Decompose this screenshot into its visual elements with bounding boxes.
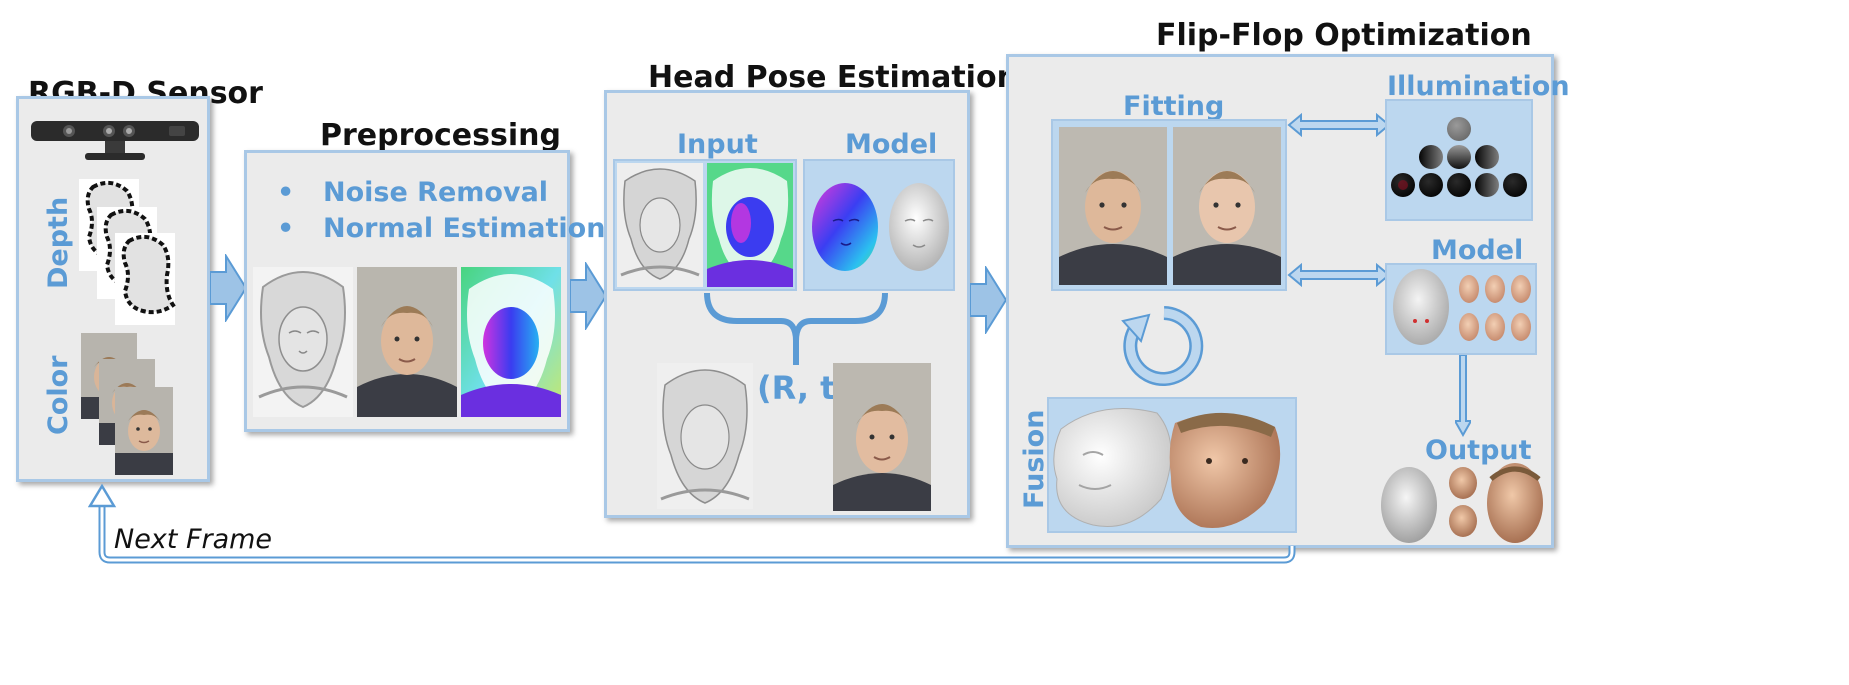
- bullet-dot-2: •: [277, 213, 295, 244]
- fitting-model-arrow: [1287, 262, 1391, 288]
- preprocessing-panel: • Noise Removal • Normal Estimation: [244, 150, 605, 432]
- arrow-preprocessing-to-headpose: [569, 260, 608, 332]
- noise-removal-bullet: Noise Removal: [323, 177, 549, 208]
- output-results-image: [1379, 461, 1545, 545]
- next-frame-loop-arrow: [87, 482, 1304, 566]
- model-to-output-arrow: [1453, 354, 1473, 438]
- head-pose-title: Head Pose Estimation: [648, 60, 1018, 95]
- model-subpanel: [803, 159, 955, 291]
- color-face-image: [357, 267, 457, 417]
- model-normal-head: [809, 181, 881, 277]
- fitting-input-face: [1059, 127, 1167, 285]
- output-label: Output: [1425, 435, 1532, 466]
- input-normal-image: [707, 163, 793, 287]
- fitting-subpanel: [1051, 119, 1287, 291]
- cycle-icon: [1117, 299, 1211, 393]
- head-pose-panel: Input Model: [604, 90, 970, 518]
- fusion-meshes: [1053, 408, 1281, 528]
- kinect-sensor-icon: [29, 117, 201, 163]
- model-label: Model: [845, 129, 938, 160]
- sh-basis-spheres: [1391, 117, 1527, 197]
- model-label-flipflop: Model: [1431, 235, 1524, 266]
- fitting-label: Fitting: [1123, 91, 1225, 122]
- color-label: Color: [43, 355, 74, 435]
- depth-frames: [71, 177, 191, 327]
- depth-label: Depth: [43, 196, 74, 289]
- brace-connector: [703, 291, 889, 367]
- input-depth-image: [617, 163, 703, 287]
- morphable-model-heads: [1393, 269, 1531, 345]
- depth-render-image: [253, 267, 353, 417]
- next-frame-label: Next Frame: [114, 524, 273, 555]
- flip-flop-panel: Fitting: [1006, 54, 1570, 548]
- normal-map-image: [461, 267, 561, 417]
- input-subpanel: [613, 159, 797, 291]
- preprocessing-title: Preprocessing: [320, 118, 561, 153]
- input-label: Input: [677, 129, 758, 160]
- arrow-headpose-to-flipflop: [969, 264, 1008, 336]
- bullet-dot-1: •: [277, 177, 295, 208]
- flip-flop-title: Flip-Flop Optimization: [1156, 18, 1532, 53]
- illumination-subpanel: [1385, 99, 1533, 221]
- fusion-subpanel: [1047, 397, 1297, 533]
- fitting-output-face: [1173, 127, 1281, 285]
- model-subpanel-flipflop: [1385, 263, 1537, 355]
- arrow-sensor-to-preprocessing: [209, 252, 248, 324]
- normal-estimation-bullet: Normal Estimation: [323, 213, 606, 244]
- aligned-depth-image: [657, 363, 753, 509]
- aligned-color-image: [833, 363, 931, 511]
- color-frames: [79, 331, 189, 479]
- illumination-label: Illumination: [1387, 71, 1570, 102]
- rgbd-panel: Depth Color: [16, 96, 210, 482]
- fitting-illumination-arrow: [1287, 112, 1391, 138]
- model-gray-head: [885, 179, 953, 279]
